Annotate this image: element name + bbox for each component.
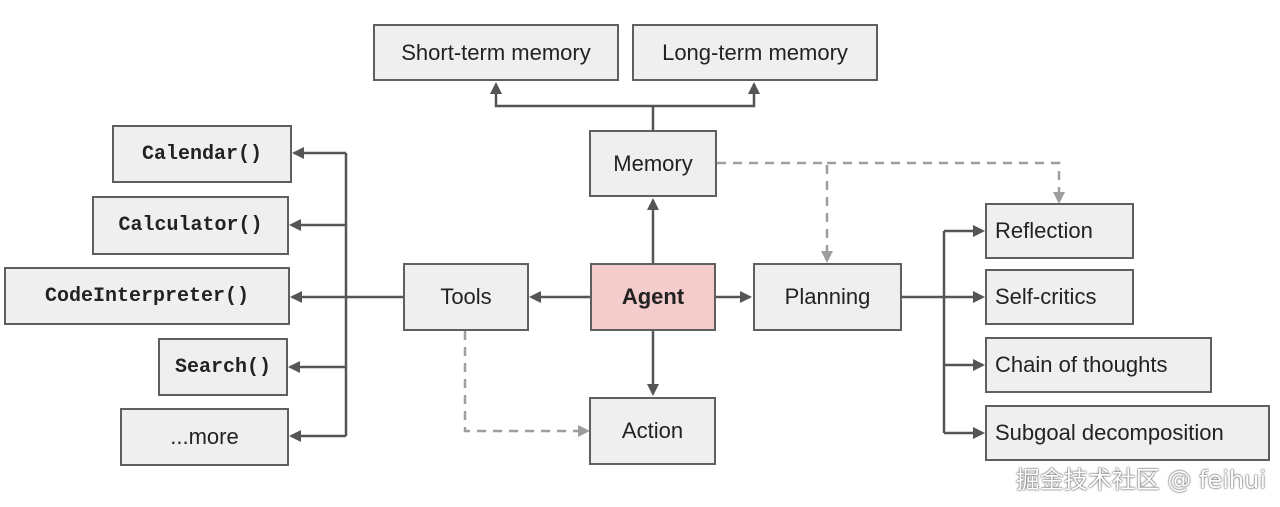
long-term-memory-node: Long-term memory xyxy=(632,24,878,81)
agent-node: Agent xyxy=(590,263,716,331)
dashed-memory-planning xyxy=(717,161,833,263)
code-interpreter-node: CodeInterpreter() xyxy=(4,267,290,325)
reflection-node: Reflection xyxy=(985,203,1134,259)
calendar-node: Calendar() xyxy=(112,125,292,183)
arrow-memory-long-term xyxy=(653,82,760,108)
tools-trunk xyxy=(344,153,403,436)
arrow-memory-short-term xyxy=(490,82,653,108)
self-critics-node: Self-critics xyxy=(985,269,1134,325)
watermark-text: 掘金技术社区 @ feihui xyxy=(1015,466,1266,494)
tools-node: Tools xyxy=(403,263,529,331)
dashed-memory-reflection xyxy=(827,161,1065,204)
chain-of-thoughts-node: Chain of thoughts xyxy=(985,337,1212,393)
dashed-tools-action xyxy=(463,331,590,437)
search-node: Search() xyxy=(158,338,288,396)
planning-node: Planning xyxy=(753,263,902,331)
calculator-node: Calculator() xyxy=(92,196,289,255)
memory-node: Memory xyxy=(589,130,717,197)
planning-trunk xyxy=(902,231,946,433)
more-tools-node: ...more xyxy=(120,408,289,466)
subgoal-decomposition-node: Subgoal decomposition xyxy=(985,405,1270,461)
short-term-memory-node: Short-term memory xyxy=(373,24,619,81)
action-node: Action xyxy=(589,397,716,465)
